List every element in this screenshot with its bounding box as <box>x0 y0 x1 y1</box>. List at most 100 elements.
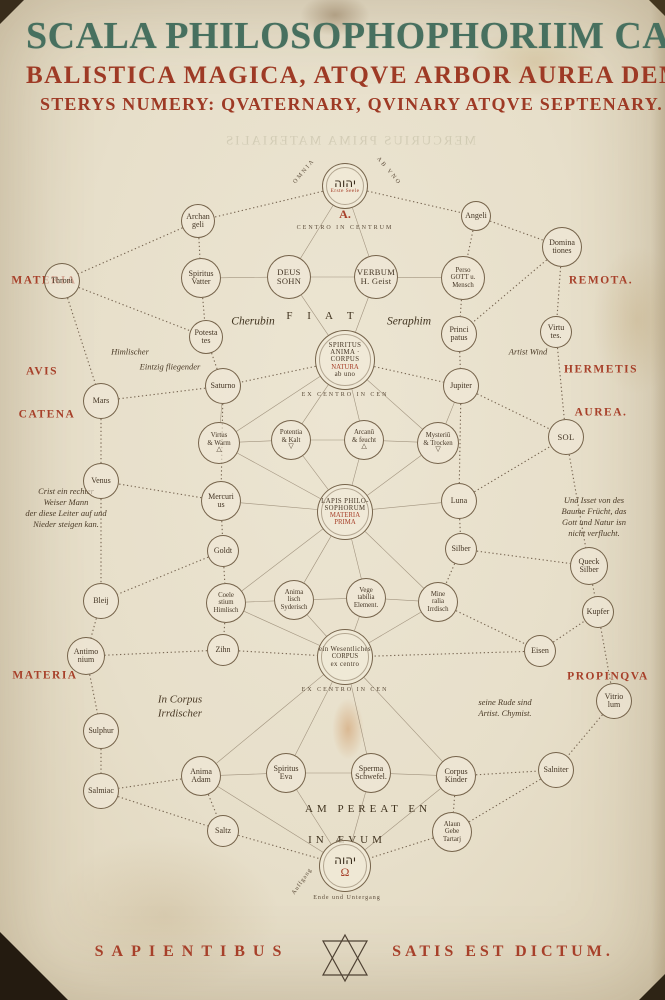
node-label: יהוה <box>334 175 356 190</box>
node-label: & Trocken <box>423 439 453 447</box>
node-salmiac: Salmiac <box>83 773 119 809</box>
node-label: Angeli <box>465 210 487 220</box>
node-label: ab uno <box>334 370 356 378</box>
node-label: Mensch <box>452 281 474 289</box>
node-sol: SOL <box>548 419 584 455</box>
node-label: ein Wesentliches <box>319 646 371 654</box>
node-jupiter: Jupiter <box>443 368 479 404</box>
node-label: Syderisch <box>280 603 308 611</box>
node-label: Arcanū <box>353 429 374 437</box>
node-label: LAPIS PHILO- <box>321 497 369 505</box>
node-bley: Bleij <box>83 583 119 619</box>
node-label: SOPHORUM <box>324 504 366 512</box>
node-label: tabilia <box>357 594 375 602</box>
node-salniter: Salniter <box>538 752 574 788</box>
node-label: Vatter <box>191 277 211 286</box>
node-saturno: Saturno <box>205 368 241 404</box>
node-label: Ω <box>340 865 350 880</box>
node-label: ralia <box>431 598 445 606</box>
node-venus: Venus <box>83 463 119 499</box>
node-label: Bleij <box>93 595 109 605</box>
node-zihn: Zihn <box>207 634 239 666</box>
node-label: Mars <box>92 395 110 405</box>
node-label: & Kalt <box>281 436 301 444</box>
node-label: Potesta <box>194 327 218 337</box>
node-label: CORPUS <box>331 653 359 661</box>
node-label: tes. <box>550 331 562 340</box>
node-goldt: Goldt <box>207 535 239 567</box>
node-label: MATERIA <box>329 512 361 519</box>
node-label: ANIMA · CORPUS <box>330 349 360 364</box>
node-label: H. Geist <box>360 276 392 286</box>
node-label: יהוה <box>334 852 356 867</box>
node-label: Virtus <box>210 432 228 440</box>
node-kupfer: Kupfer <box>582 596 614 628</box>
title-block: SCALA PHILOSOPHOPHORIIM CAB BALISTICA MA… <box>0 14 665 115</box>
node-virtus-warm: Virtus& Warm△ <box>198 422 240 464</box>
title-line-1: SCALA PHILOSOPHOPHORIIM CAB <box>26 15 665 57</box>
node-label: ▽ <box>288 442 294 450</box>
node-label: tiones <box>552 246 572 255</box>
node-label: Antimo <box>73 646 99 656</box>
node-label: Gebe <box>444 828 460 836</box>
node-label: Corpus <box>444 766 468 776</box>
node-label: Eva <box>279 772 293 781</box>
node-label: Luna <box>450 495 468 505</box>
node-label: Coele <box>218 592 234 600</box>
node-label: Sulphur <box>88 725 114 735</box>
node-label: Anima <box>284 589 304 597</box>
node-label: SOHN <box>276 276 302 286</box>
node-label: Princi <box>449 324 469 334</box>
node-label: Mercuri <box>208 491 234 501</box>
node-mars: Mars <box>83 383 119 419</box>
node-label: Potentia <box>279 429 303 437</box>
footer-satis: SATIS EST DICTUM. <box>392 943 614 960</box>
node-label: Element. <box>353 601 379 609</box>
node-label: Eisen <box>531 645 549 655</box>
node-label: Salmiac <box>88 785 114 795</box>
node-silber: Silber <box>445 533 477 565</box>
node-label: Perso <box>455 267 471 275</box>
title-line-2: BALISTICA MAGICA, ATQVE ARBOR AUREA DEMY… <box>26 62 665 89</box>
node-label: Zihn <box>215 644 231 654</box>
node-label: SOL <box>557 431 575 442</box>
node-label: Spiritus <box>188 268 214 278</box>
node-label: GOTT u. <box>450 274 476 282</box>
node-label: DEUS <box>277 267 301 278</box>
node-label: nium <box>77 655 95 664</box>
node-label: tes <box>201 336 211 345</box>
title-line-3: STERYS NUMERY: QVATERNARY, QVINARY ATQVE… <box>40 94 663 114</box>
node-label: Mine <box>430 591 446 599</box>
node-label: Saltz <box>215 825 231 835</box>
node-label: Anima <box>190 766 212 776</box>
node-label: Irrdisch <box>427 605 449 613</box>
node-label: Adam <box>191 775 211 784</box>
node-label: Silber <box>579 565 599 574</box>
node-label: Vege <box>359 587 373 595</box>
node-potentia-kalt: Potentia& Kalt▽ <box>271 420 311 460</box>
node-label: Vitrio <box>604 691 624 701</box>
node-label: SPIRITUS <box>328 342 362 350</box>
node-throni: Throni <box>44 263 80 299</box>
node-label: ex centro <box>330 660 360 668</box>
footer-sapientibus: SAPIENTIBUS <box>94 943 290 960</box>
